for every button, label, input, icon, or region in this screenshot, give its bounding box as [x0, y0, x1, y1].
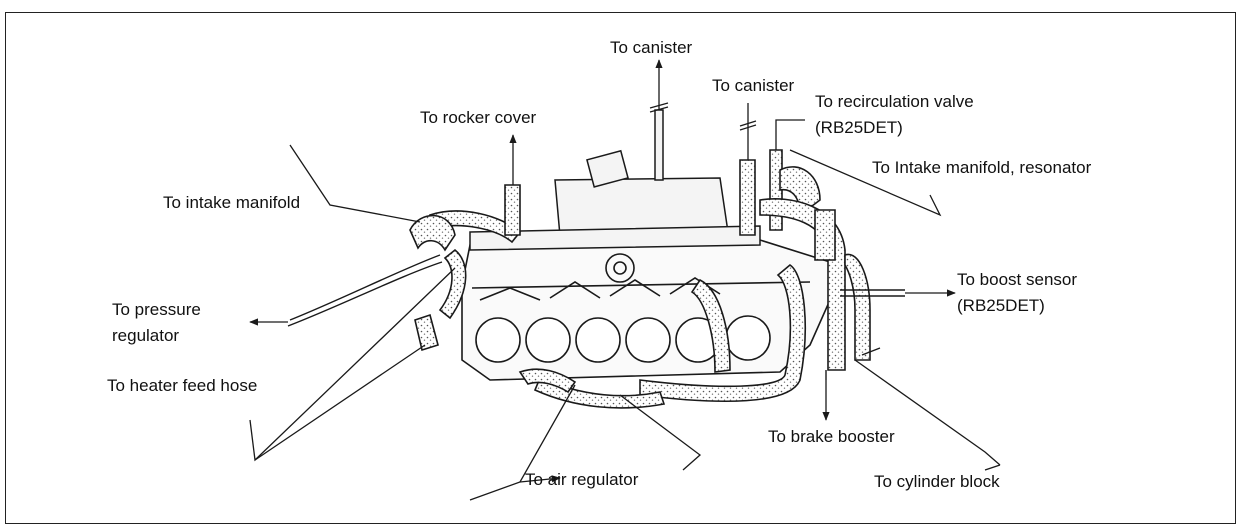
hoses	[409, 149, 871, 409]
diagram-frame	[5, 12, 1236, 524]
label-to-air-regulator: To air regulator	[525, 470, 639, 489]
break-marks	[649, 102, 757, 131]
label-rb25det-recirc: (RB25DET)	[815, 118, 903, 137]
throttle-body	[469, 109, 761, 251]
label-to-intake-manifold: To intake manifold	[163, 193, 301, 212]
leader-lines	[249, 59, 1001, 501]
label-rb25det-boost: (RB25DET)	[957, 296, 1045, 315]
label-to-pressure-regulator-line1: To pressure	[112, 300, 201, 319]
label-to-cylinder-block: To cylinder block	[874, 472, 1000, 491]
cylinder-ports	[475, 315, 771, 363]
label-to-boost-sensor: To boost sensor	[957, 270, 1078, 289]
label-to-pressure-regulator-line2: regulator	[112, 326, 180, 345]
label-to-brake-booster: To brake booster	[768, 427, 895, 446]
label-to-rocker-cover: To rocker cover	[420, 108, 537, 127]
label-to-canister-top: To canister	[610, 38, 693, 57]
label-to-recirculation-valve: To recirculation valve	[815, 92, 974, 111]
label-to-intake-manifold-resonator: To Intake manifold, resonator	[872, 158, 1092, 177]
label-to-heater-feed-hose: To heater feed hose	[107, 376, 258, 395]
pipes	[287, 254, 905, 380]
label-to-canister: To canister	[712, 76, 795, 95]
